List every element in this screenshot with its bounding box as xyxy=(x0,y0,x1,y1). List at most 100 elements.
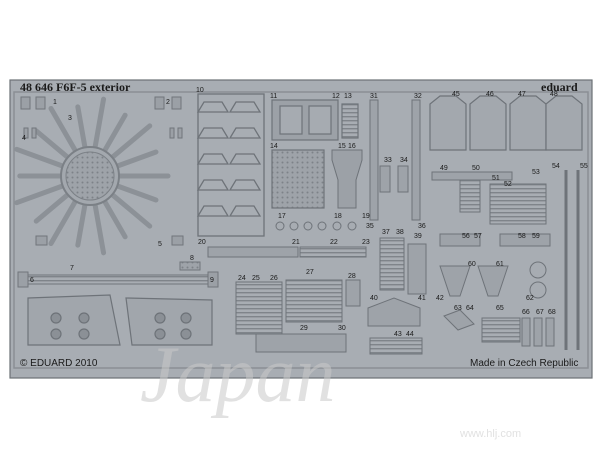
part-number: 57 xyxy=(474,233,482,240)
part-number: 30 xyxy=(338,325,346,332)
part-number: 45 xyxy=(452,91,460,98)
watermark-url: www.hlj.com xyxy=(460,428,522,440)
part-number: 47 xyxy=(518,91,526,98)
part-number: 9 xyxy=(210,277,214,284)
part-number: 28 xyxy=(348,273,356,280)
parts-63-68 xyxy=(443,309,555,347)
part-number: 20 xyxy=(198,239,206,246)
part-number: 1 xyxy=(53,99,57,106)
engine-spoke xyxy=(75,199,88,248)
part-number: 54 xyxy=(552,163,560,170)
cowl-panels xyxy=(27,294,213,346)
engine-spoke xyxy=(92,199,107,256)
part-number: 59 xyxy=(532,233,540,240)
part-number: 7 xyxy=(70,265,74,272)
part-number: 49 xyxy=(440,165,448,172)
part-number: 11 xyxy=(270,93,277,100)
part-number: 31 xyxy=(370,93,378,100)
part-number: 67 xyxy=(536,309,544,316)
part-number: 38 xyxy=(396,229,404,236)
part-number: 65 xyxy=(496,305,504,312)
part-number: 34 xyxy=(400,157,408,164)
part-number: 56 xyxy=(462,233,470,240)
part-number: 41 xyxy=(418,295,426,302)
engine-spoke xyxy=(111,149,159,170)
part-number: 21 xyxy=(292,239,300,246)
engine-spoke xyxy=(107,123,153,162)
panels-45-48 xyxy=(429,95,583,151)
radial-engine-part xyxy=(14,96,171,256)
fret-inner-frame xyxy=(13,91,589,369)
part-number: 25 xyxy=(252,275,260,282)
part-number: 22 xyxy=(330,239,338,246)
fret-title: 48 646 F6F-5 exterior xyxy=(20,80,131,94)
part-number: 8 xyxy=(190,255,194,262)
part-number: 10 xyxy=(196,87,204,94)
part-number: 17 xyxy=(278,213,286,220)
part-number: 12 xyxy=(332,93,340,100)
part-15-16 xyxy=(331,149,363,209)
part-number: 29 xyxy=(300,325,308,332)
engine-spoke xyxy=(48,105,80,156)
part-number: 24 xyxy=(238,275,246,282)
part-number: 2 xyxy=(166,99,170,106)
part-number: 4 xyxy=(22,135,26,142)
part-number: 5 xyxy=(158,241,162,248)
round-parts-17-19 xyxy=(275,221,357,231)
part-number: 19 xyxy=(362,213,370,220)
part-11-13 xyxy=(271,99,359,141)
part-number: 51 xyxy=(492,175,500,182)
part-10-ladder xyxy=(196,93,265,237)
part-number: 53 xyxy=(532,169,540,176)
parts-37-44 xyxy=(367,237,427,355)
part-number: 66 xyxy=(522,309,530,316)
part-number: 15 xyxy=(338,143,346,150)
part-number: 64 xyxy=(466,305,474,312)
part-number: 16 xyxy=(348,143,356,150)
row-parts-20-23 xyxy=(207,246,367,258)
engine-spoke xyxy=(14,146,69,170)
copyright-text: © EDUARD 2010 xyxy=(20,358,98,369)
part-number: 55 xyxy=(580,163,588,170)
watermark-script: Japan xyxy=(140,331,336,419)
engine-spoke xyxy=(48,196,80,247)
tall-parts-31-36 xyxy=(369,99,421,221)
parts-49-53 xyxy=(431,171,547,225)
part-number: 61 xyxy=(496,261,504,268)
part-number: 3 xyxy=(68,115,72,122)
part-number: 36 xyxy=(418,223,426,230)
part-number: 42 xyxy=(436,295,444,302)
part-number: 63 xyxy=(454,305,462,312)
part-number: 48 xyxy=(550,91,558,98)
part-number: 39 xyxy=(414,233,422,240)
part-number: 50 xyxy=(472,165,480,172)
engine-spoke xyxy=(111,182,159,203)
part-number: 14 xyxy=(270,143,278,150)
part-number: 62 xyxy=(526,295,534,302)
part-number: 26 xyxy=(270,275,278,282)
engine-spoke xyxy=(107,190,153,229)
part-number: 40 xyxy=(370,295,378,302)
part-number: 23 xyxy=(362,239,370,246)
part-number: 68 xyxy=(548,309,556,316)
part-number: 27 xyxy=(306,269,314,276)
engine-spoke xyxy=(92,96,107,153)
racks-24-30 xyxy=(235,279,361,353)
part-number: 43 xyxy=(394,331,402,338)
rods-54-55 xyxy=(564,170,580,350)
brand-logo-text: eduard xyxy=(541,80,578,94)
origin-text: Made in Czech Republic xyxy=(470,358,579,369)
part-number: 52 xyxy=(504,181,512,188)
engine-spoke xyxy=(33,128,73,162)
strip-parts-6-9 xyxy=(17,261,219,288)
part-number: 46 xyxy=(486,91,494,98)
part-number: 35 xyxy=(366,223,374,230)
parts-60-62 xyxy=(439,261,547,299)
engine-spoke xyxy=(100,112,128,156)
part-14-grate xyxy=(271,149,325,209)
part-number: 44 xyxy=(406,331,414,338)
engine-spoke xyxy=(14,182,69,206)
part-number: 18 xyxy=(334,213,342,220)
part-number: 6 xyxy=(30,277,34,284)
